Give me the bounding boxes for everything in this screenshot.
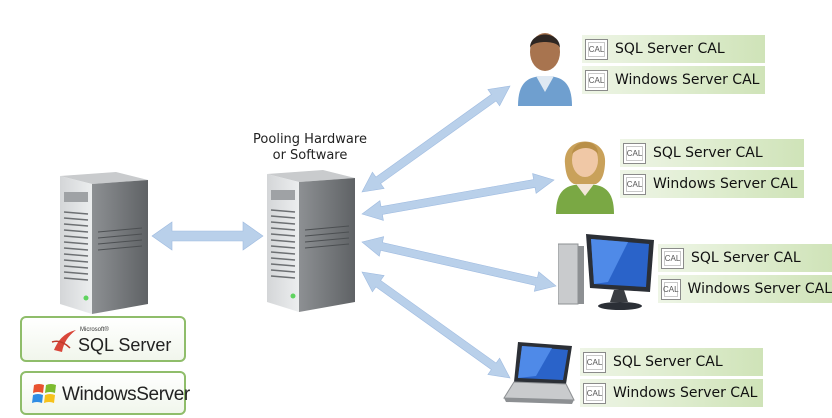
- cal-label-sql: SQL Server CAL: [691, 250, 801, 266]
- cal-row: CAL Windows Server CAL: [582, 66, 765, 94]
- arrow-pool-to-client-1: [361, 85, 511, 193]
- cal-label-sql: SQL Server CAL: [613, 354, 723, 370]
- arrow-pool-to-client-2: [361, 173, 555, 221]
- cal-icon: CAL: [623, 142, 646, 164]
- cal-icon: CAL: [585, 69, 608, 91]
- arrow-server-to-pool: [151, 221, 264, 251]
- cal-icon: CAL: [585, 38, 608, 60]
- cal-row: CAL Windows Server CAL: [658, 275, 832, 303]
- cal-label-windows: Windows Server CAL: [653, 176, 798, 192]
- cal-label-windows: Windows Server CAL: [687, 281, 832, 297]
- sql-server-brand: Microsoft®: [80, 327, 109, 333]
- cal-icon: CAL: [583, 351, 606, 373]
- windows-server-name: WindowsServer: [62, 384, 190, 405]
- cal-row: CAL SQL Server CAL: [582, 35, 765, 63]
- database-server-tower: [60, 172, 148, 314]
- laptop-computer-icon: [503, 342, 575, 404]
- client-4-cals: CAL SQL Server CAL CAL Windows Server CA…: [580, 348, 763, 410]
- cal-icon: CAL: [623, 173, 646, 195]
- cal-row: CAL SQL Server CAL: [620, 139, 804, 167]
- cal-label-windows: Windows Server CAL: [615, 72, 760, 88]
- cal-label-sql: SQL Server CAL: [615, 41, 725, 57]
- client-3-cals: CAL SQL Server CAL CAL Windows Server CA…: [658, 244, 832, 306]
- windows-server-badge: WindowsServer: [20, 371, 190, 415]
- pooling-label-line1: Pooling Hardware: [253, 132, 367, 147]
- pooling-server-tower: [267, 170, 355, 312]
- sql-server-name: SQL Server: [78, 335, 172, 355]
- user-male-icon: [518, 33, 572, 106]
- client-1-cals: CAL SQL Server CAL CAL Windows Server CA…: [582, 35, 765, 97]
- cal-icon: CAL: [661, 247, 684, 269]
- desktop-computer-icon: [558, 234, 654, 310]
- cal-icon: CAL: [583, 382, 606, 404]
- cal-icon: CAL: [661, 278, 681, 300]
- client-2-cals: CAL SQL Server CAL CAL Windows Server CA…: [620, 139, 804, 201]
- cal-row: CAL SQL Server CAL: [580, 348, 763, 376]
- user-female-icon: [556, 141, 614, 214]
- cal-label-sql: SQL Server CAL: [653, 145, 763, 161]
- sql-server-logo-icon: [51, 330, 76, 352]
- cal-row: CAL Windows Server CAL: [580, 379, 763, 407]
- cal-label-windows: Windows Server CAL: [613, 385, 758, 401]
- windows-logo-icon: [32, 384, 56, 403]
- sql-server-badge: Microsoft® SQL Server: [20, 316, 186, 362]
- arrow-pool-to-client-4: [361, 271, 511, 379]
- pooling-label: Pooling Hardware or Software: [230, 132, 390, 164]
- arrow-pool-to-client-3: [361, 236, 557, 292]
- cal-row: CAL Windows Server CAL: [620, 170, 804, 198]
- pooling-label-line2: or Software: [272, 148, 348, 163]
- cal-row: CAL SQL Server CAL: [658, 244, 832, 272]
